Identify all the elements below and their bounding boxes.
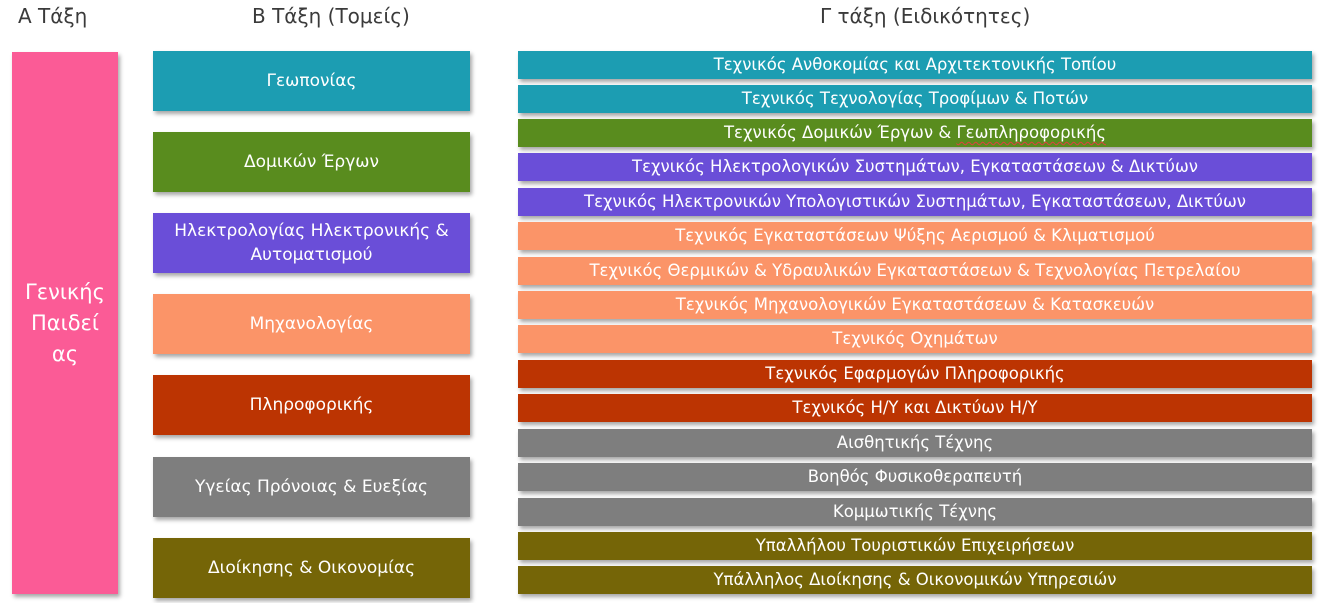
specialty-label: Τεχνικός Εφαρμογών Πληροφορικής <box>765 364 1065 383</box>
header-grade-a: Α Τάξη <box>18 4 88 28</box>
sector-label: Μηχανολογίας <box>249 314 374 334</box>
specialty-box: Τεχνικός Εφαρμογών Πληροφορικής <box>518 360 1312 388</box>
header-grade-c-specialties: Γ τάξη (Ειδικότητες) <box>820 4 1031 28</box>
specialty-box: Κομμωτικής Τέχνης <box>518 498 1312 526</box>
specialty-label: Τεχνικός Ανθοκομίας και Αρχιτεκτονικής Τ… <box>713 55 1117 74</box>
sector-label: Ηλεκτρολογίας Ηλεκτρονικής & Αυτοματισμο… <box>174 221 449 265</box>
specialty-label: Υπαλλήλου Τουριστικών Επιχειρήσεων <box>755 536 1075 555</box>
specialty-label: Τεχνικός Εγκαταστάσεων Ψύξης Αερισμού & … <box>675 226 1155 245</box>
general-education-label: Γενικής Παιδεί ας <box>25 279 105 366</box>
specialty-label: Βοηθός Φυσικοθεραπευτή <box>807 467 1023 486</box>
specialty-label-prefix: Τεχνικός Δομικών Έργων & <box>723 123 957 142</box>
sector-box-electrical: Ηλεκτρολογίας Ηλεκτρονικής & Αυτοματισμο… <box>153 213 470 273</box>
sector-box-construction: Δομικών Έργων <box>153 132 470 192</box>
specialty-box: Τεχνικός Θερμικών & Υδραυλικών Εγκαταστά… <box>518 257 1312 285</box>
specialty-box: Τεχνικός Η/Υ και Δικτύων Η/Υ <box>518 394 1312 422</box>
specialty-label: Αισθητικής Τέχνης <box>836 433 994 452</box>
specialty-label: Τεχνικός Η/Υ και Δικτύων Η/Υ <box>792 398 1038 417</box>
specialty-label: Κομμωτικής Τέχνης <box>832 502 998 521</box>
specialty-label: Τεχνικός Τεχνολογίας Τροφίμων & Ποτών <box>741 89 1089 108</box>
sector-label: Διοίκησης & Οικονομίας <box>207 558 416 578</box>
sector-label: Πληροφορικής <box>249 395 374 415</box>
sector-label: Δομικών Έργων <box>243 152 380 172</box>
sector-box-health: Υγείας Πρόνοιας & Ευεξίας <box>153 457 470 517</box>
general-education-box: Γενικής Παιδεί ας <box>12 52 118 594</box>
header-grade-b-sectors: Β Τάξη (Τομείς) <box>252 4 410 28</box>
specialty-box: Τεχνικός Ηλεκτρονικών Υπολογιστικών Συστ… <box>518 188 1312 216</box>
specialty-label: Τεχνικός Δομικών Έργων & Γεωπληροφορικής <box>724 119 1106 147</box>
sector-box-mechanical: Μηχανολογίας <box>153 294 470 354</box>
specialty-box: Τεχνικός Ανθοκομίας και Αρχιτεκτονικής Τ… <box>518 51 1312 79</box>
specialty-label: Τεχνικός Θερμικών & Υδραυλικών Εγκαταστά… <box>589 261 1241 280</box>
sector-box-agronomy: Γεωπονίας <box>153 51 470 111</box>
specialty-box: Τεχνικός Οχημάτων <box>518 325 1312 353</box>
specialty-box: Τεχνικός Τεχνολογίας Τροφίμων & Ποτών <box>518 85 1312 113</box>
specialty-label: Τεχνικός Οχημάτων <box>832 329 998 348</box>
sector-label: Γεωπονίας <box>266 71 357 91</box>
specialty-box: Τεχνικός Ηλεκτρολογικών Συστημάτων, Εγκα… <box>518 153 1312 181</box>
specialty-box: Τεχνικός Δομικών Έργων & Γεωπληροφορικής <box>518 119 1312 147</box>
spellcheck-marked-word: Γεωπληροφορικής <box>956 123 1107 142</box>
sector-box-informatics: Πληροφορικής <box>153 375 470 435</box>
specialty-label: Τεχνικός Ηλεκτρονικών Υπολογιστικών Συστ… <box>583 192 1247 211</box>
specialty-label: Υπάλληλος Διοίκησης & Οικονομικών Υπηρεσ… <box>713 570 1117 589</box>
sector-box-economics: Διοίκησης & Οικονομίας <box>153 538 470 598</box>
specialty-box: Υπάλληλος Διοίκησης & Οικονομικών Υπηρεσ… <box>518 566 1312 594</box>
specialty-label: Τεχνικός Ηλεκτρολογικών Συστημάτων, Εγκα… <box>631 157 1198 176</box>
sector-label: Υγείας Πρόνοιας & Ευεξίας <box>194 477 429 497</box>
specialty-box: Υπαλλήλου Τουριστικών Επιχειρήσεων <box>518 532 1312 560</box>
specialty-box: Τεχνικός Μηχανολογικών Εγκαταστάσεων & Κ… <box>518 291 1312 319</box>
specialty-box: Αισθητικής Τέχνης <box>518 429 1312 457</box>
specialty-box: Τεχνικός Εγκαταστάσεων Ψύξης Αερισμού & … <box>518 222 1312 250</box>
specialty-box: Βοηθός Φυσικοθεραπευτή <box>518 463 1312 491</box>
specialty-label: Τεχνικός Μηχανολογικών Εγκαταστάσεων & Κ… <box>675 295 1155 314</box>
